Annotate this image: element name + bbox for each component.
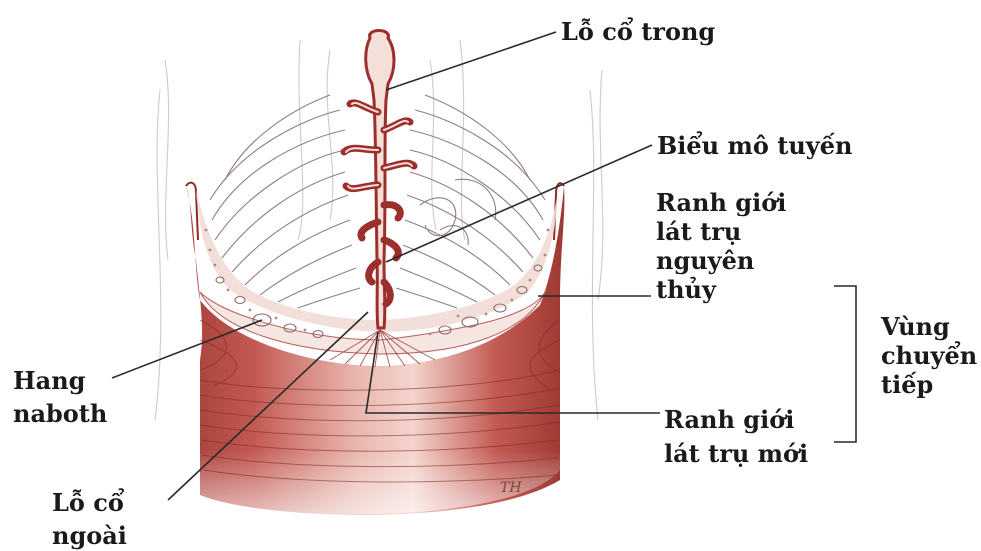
label-new-scj-line1: Ranh giới <box>664 403 808 437</box>
label-original-scj-line3: nguyên <box>656 246 786 275</box>
label-external-os-line2: ngoài <box>52 519 127 551</box>
label-original-scj-line4: thủy <box>656 275 786 304</box>
label-original-scj-line1: Ranh giới <box>656 188 786 217</box>
label-glandular-epithelium: Biểu mô tuyến <box>657 131 852 160</box>
label-transformation-zone: Vùng chuyển tiếp <box>881 312 977 399</box>
label-original-scj-line2: lát trụ <box>656 217 786 246</box>
label-nabothian-cyst-line2: naboth <box>13 397 107 430</box>
artist-signature: TH <box>500 480 522 496</box>
leader-internal-os <box>386 32 556 90</box>
label-nabothian-cyst-line1: Hang <box>13 364 107 397</box>
label-original-scj: Ranh giới lát trụ nguyên thủy <box>656 188 786 304</box>
label-transformation-zone-line3: tiếp <box>881 370 977 399</box>
transformation-zone-bracket <box>834 286 856 442</box>
label-nabothian-cyst: Hang naboth <box>13 364 107 430</box>
label-transformation-zone-line2: chuyển <box>881 341 977 370</box>
label-new-scj: Ranh giới lát trụ mới <box>664 403 808 471</box>
label-external-os: Lỗ cổ ngoài <box>52 486 127 551</box>
label-new-scj-line2: lát trụ mới <box>664 437 808 471</box>
label-transformation-zone-line1: Vùng <box>881 312 977 341</box>
label-internal-os: Lỗ cổ trong <box>561 17 715 46</box>
label-external-os-line1: Lỗ cổ <box>52 486 127 519</box>
